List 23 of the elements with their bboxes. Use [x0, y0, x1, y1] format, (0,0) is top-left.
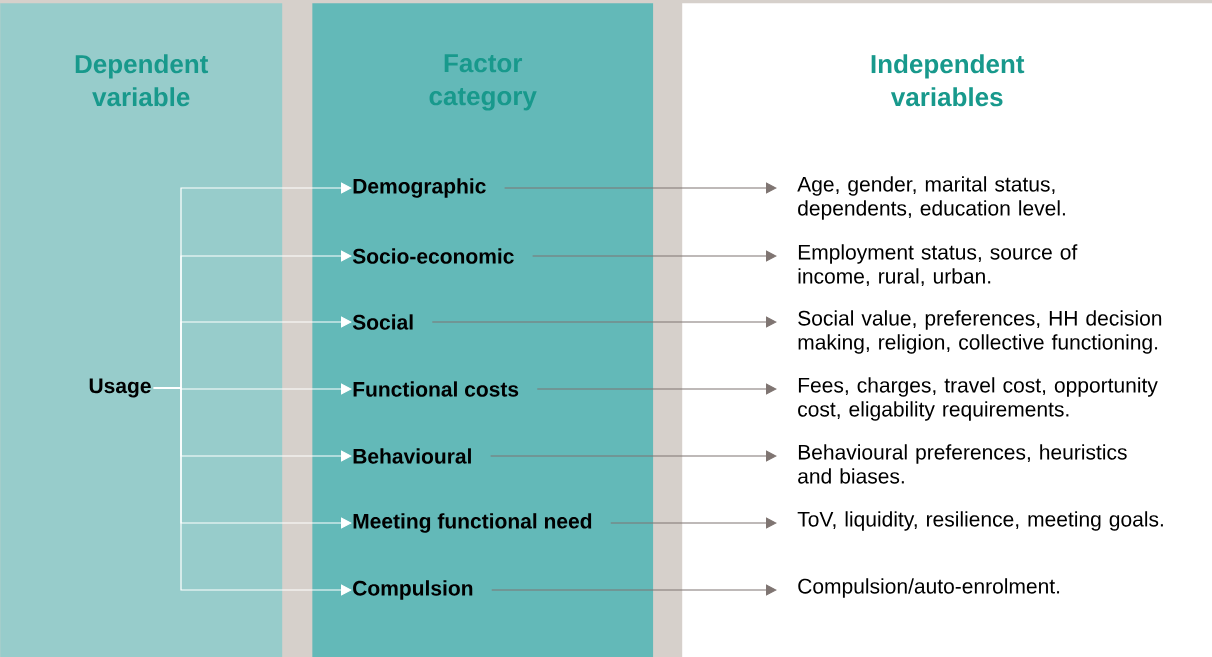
- factor-label: Meeting functional need: [353, 513, 592, 533]
- arrow: [431, 316, 777, 328]
- description-text: Behavioural preferences, heuristics and biases.: [798, 444, 1127, 484]
- description-text: Compulsion/auto-enrolment.: [798, 578, 1060, 598]
- description-text: ToV, liquidity, resilience, meeting goals.: [797, 511, 1163, 531]
- factor-label: Functional costs: [353, 381, 519, 397]
- arrow: [536, 383, 777, 395]
- factor-label: Demographic: [353, 178, 486, 198]
- variable-label: Usage: [89, 378, 151, 398]
- description-text: Age, gender, marital status, dependents, education level.: [797, 176, 1065, 220]
- arrow: [504, 182, 777, 194]
- description-text: Fees, charges, travel cost, opportunity cost, eligability requirements.: [798, 377, 1158, 421]
- arrow: [153, 387, 352, 596]
- arrow: [610, 517, 777, 529]
- arrow: [491, 584, 777, 596]
- factor-label: Social: [352, 314, 413, 330]
- factor-label: Socio-economic: [352, 248, 514, 264]
- arrow: [532, 250, 777, 262]
- factor-label: Compulsion: [353, 580, 473, 600]
- description-text: Employment status, source of income, rural, urban.: [798, 244, 1078, 287]
- factor-label: Behavioural: [353, 448, 471, 464]
- arrow: [490, 450, 777, 462]
- description-text: Social value, preferences, HH decision making, religion, collective functioning.: [798, 310, 1162, 354]
